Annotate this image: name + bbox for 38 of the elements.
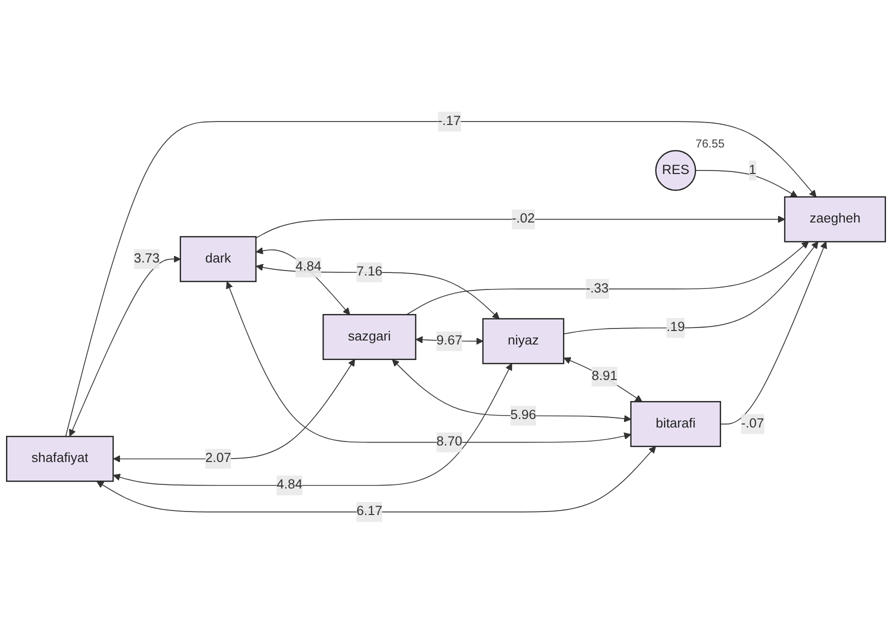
arrow	[65, 120, 816, 437]
arrow	[720, 241, 827, 424]
arrow	[256, 215, 786, 238]
node-box: shafafiyat	[6, 436, 114, 482]
arrow	[226, 281, 632, 442]
edge-label: 1	[748, 162, 756, 177]
edge-label: -.07	[741, 416, 764, 430]
node-box: niyaz	[482, 318, 564, 364]
edge-label: -.02	[512, 212, 535, 226]
arrow	[564, 356, 642, 402]
edge-label: 7.16	[356, 264, 382, 279]
node-circle: RES	[655, 150, 696, 191]
variance-label: 76.55	[696, 137, 725, 150]
edge-label: 8.70	[436, 434, 462, 449]
arrow	[96, 446, 656, 512]
arrow	[113, 358, 356, 462]
node-box: sazgari	[322, 314, 416, 360]
arrow	[113, 362, 512, 486]
arrow	[406, 241, 809, 315]
node-box: bitarafi	[630, 400, 722, 447]
node-box: dark	[180, 236, 257, 282]
node-box: zaegheh	[784, 196, 886, 242]
edge-label: 4.84	[276, 478, 302, 492]
arrow	[69, 255, 181, 436]
edge-label: 5.96	[510, 408, 536, 422]
arrow	[695, 170, 798, 197]
arrow	[563, 241, 818, 334]
edge-label: 8.91	[592, 368, 618, 384]
edge-label: 3.73	[134, 251, 160, 266]
arrow	[256, 246, 350, 315]
edge-label: -.33	[586, 281, 609, 296]
edge-label: 9.67	[436, 333, 462, 348]
edge-label: .19	[666, 320, 685, 334]
edge-label: 6.17	[356, 504, 382, 518]
edge-label: 4.84	[296, 260, 322, 274]
arrow	[392, 359, 632, 422]
edge-label: 2.07	[205, 451, 232, 466]
edge-label: -.17	[438, 114, 461, 128]
